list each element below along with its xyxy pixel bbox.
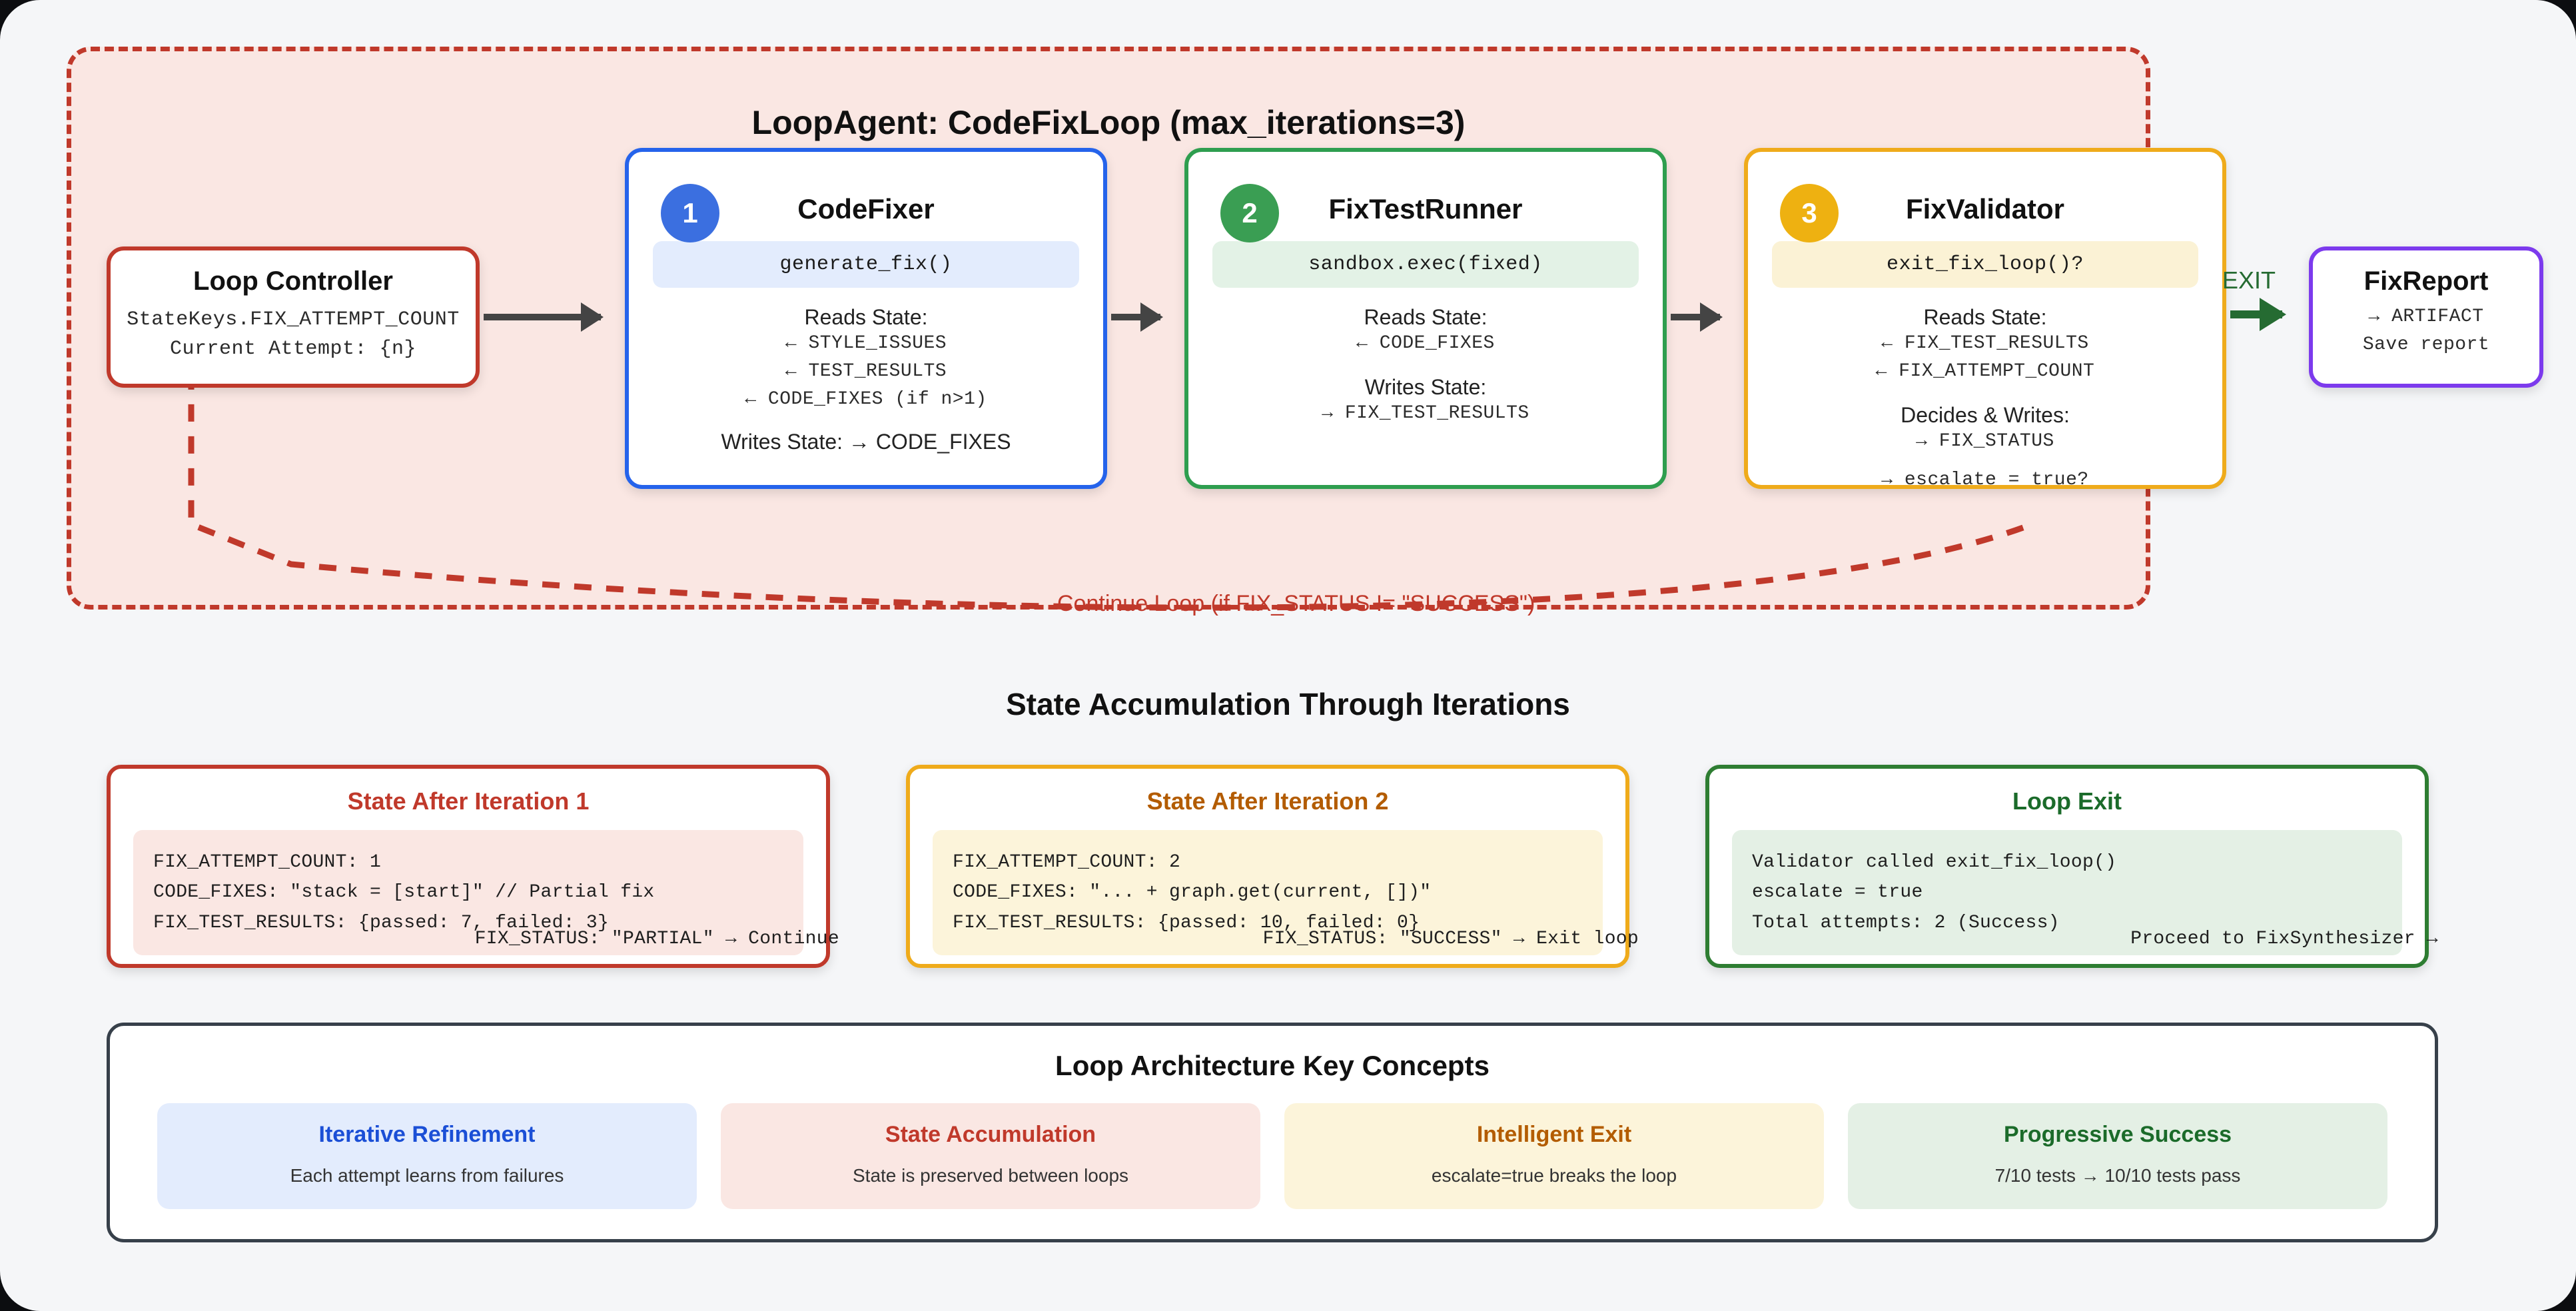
continue-loop-label: Continue Loop (if FIX_STATUS != "SUCCESS… <box>1057 591 1535 616</box>
state-card-body: FIX_ATTEMPT_COUNT: 2 CODE_FIXES: "... + … <box>933 830 1603 956</box>
agent-node-codefixer[interactable]: 1 CodeFixer generate_fix() Reads State: … <box>625 148 1107 489</box>
concept-title: State Accumulation <box>885 1122 1096 1147</box>
state-card-iteration-1[interactable]: State After Iteration 1 FIX_ATTEMPT_COUN… <box>107 765 839 968</box>
reads-state-item: ← FIX_ATTEMPT_COUNT <box>1875 361 2095 382</box>
concept-title: Progressive Success <box>2003 1122 2232 1147</box>
state-card-body: Validator called exit_fix_loop() escalat… <box>1732 830 2402 956</box>
arrow-controller-to-codefixer <box>484 302 604 332</box>
state-card-title: State After Iteration 1 <box>347 787 590 815</box>
concept-title: Intelligent Exit <box>1476 1122 1632 1147</box>
decides-writes-label: Decides & Writes: <box>1901 403 2070 427</box>
state-line: FIX_ATTEMPT_COUNT: 1 <box>153 852 382 873</box>
concept-desc: 7/10 tests → 10/10 tests pass <box>1994 1165 2241 1186</box>
loop-controller-node[interactable]: Loop Controller StateKeys.FIX_ATTEMPT_CO… <box>107 246 480 388</box>
writes-state-item: → FIX_STATUS <box>1916 431 2054 452</box>
exit-arrow-label: EXIT <box>2222 266 2276 294</box>
state-line: FIX_TEST_RESULTS: {passed: 7, failed: 3} <box>153 912 610 933</box>
state-card-iteration-2[interactable]: State After Iteration 2 FIX_ATTEMPT_COUN… <box>906 765 1639 968</box>
state-card-title: Loop Exit <box>2012 787 2122 815</box>
agent-method-chip: generate_fix() <box>653 241 1079 288</box>
concept-card-progressive-success[interactable]: Progressive Success 7/10 tests → 10/10 t… <box>1848 1103 2387 1209</box>
state-card-footer: FIX_STATUS: "PARTIAL" → Continue <box>474 929 839 949</box>
state-line: FIX_ATTEMPT_COUNT: 2 <box>953 852 1181 873</box>
step-badge-1: 1 <box>661 184 719 242</box>
fixreport-save: Save report <box>2362 334 2490 355</box>
concept-desc: Each attempt learns from failures <box>290 1165 564 1186</box>
reads-state-item: ← TEST_RESULTS <box>785 361 947 382</box>
concept-desc: escalate=true breaks the loop <box>1431 1165 1677 1186</box>
reads-state-item: ← FIX_TEST_RESULTS <box>1881 333 2089 354</box>
fixreport-node[interactable]: FixReport → ARTIFACT Save report <box>2309 246 2543 388</box>
step-badge-2: 2 <box>1220 184 1279 242</box>
reads-state-item: ← STYLE_ISSUES <box>785 333 947 354</box>
reads-state-item: ← CODE_FIXES <box>1356 333 1495 354</box>
loop-controller-attempt: Current Attempt: {n} <box>169 337 417 360</box>
fixreport-artifact: → ARTIFACT <box>2368 306 2484 327</box>
key-concepts-title: Loop Architecture Key Concepts <box>1055 1050 1490 1081</box>
loop-title: LoopAgent: CodeFixLoop (max_iterations=3… <box>751 104 1466 141</box>
escalate-overflow-line: → escalate = true? <box>1881 470 2089 490</box>
concept-card-intelligent-exit[interactable]: Intelligent Exit escalate=true breaks th… <box>1284 1103 1824 1209</box>
concept-card-state-accumulation[interactable]: State Accumulation State is preserved be… <box>721 1103 1260 1209</box>
writes-state-label: Writes State: <box>1364 375 1487 399</box>
writes-state-inline: Writes State: → CODE_FIXES <box>721 430 1011 454</box>
state-card-title: State After Iteration 2 <box>1146 787 1389 815</box>
state-line: Total attempts: 2 (Success) <box>1752 912 2060 933</box>
agent-method-chip: sandbox.exec(fixed) <box>1212 241 1639 288</box>
loop-controller-statekey: StateKeys.FIX_ATTEMPT_COUNT <box>127 308 460 331</box>
arrow-codefixer-to-fixtestrunner <box>1111 302 1163 332</box>
agent-method-chip: exit_fix_loop()? <box>1772 241 2198 288</box>
concept-card-iterative-refinement[interactable]: Iterative Refinement Each attempt learns… <box>157 1103 697 1209</box>
agent-title-fixtestrunner: FixTestRunner <box>1328 193 1523 224</box>
arrow-exit-to-fixreport <box>2230 298 2286 331</box>
step-badge-3: 3 <box>1780 184 1839 242</box>
reads-state-label: Reads State: <box>804 305 928 329</box>
loop-controller-title: Loop Controller <box>193 266 393 296</box>
reads-state-label: Reads State: <box>1364 305 1488 329</box>
state-card-footer: Proceed to FixSynthesizer → <box>2130 929 2438 949</box>
agent-title-codefixer: CodeFixer <box>797 193 935 224</box>
writes-state-item: → FIX_TEST_RESULTS <box>1322 403 1529 424</box>
key-concepts-panel: Loop Architecture Key Concepts Iterative… <box>107 1023 2438 1242</box>
state-card-footer: FIX_STATUS: "SUCCESS" → Exit loop <box>1262 929 1639 949</box>
concept-desc: State is preserved between loops <box>852 1165 1129 1186</box>
state-line: CODE_FIXES: "... + graph.get(current, []… <box>953 882 1432 903</box>
key-concepts-row: Iterative Refinement Each attempt learns… <box>110 1103 2435 1209</box>
reads-state-item: ← CODE_FIXES (if n>1) <box>745 389 987 410</box>
arrow-fixtestrunner-to-fixvalidator <box>1671 302 1723 332</box>
state-line: CODE_FIXES: "stack = [start]" // Partial… <box>153 882 655 903</box>
agent-node-fixvalidator[interactable]: 3 FixValidator exit_fix_loop()? Reads St… <box>1744 148 2226 489</box>
state-line: escalate = true <box>1752 882 1923 903</box>
state-line: FIX_TEST_RESULTS: {passed: 10, failed: 0… <box>953 912 1420 933</box>
concept-title: Iterative Refinement <box>318 1122 536 1147</box>
agent-node-fixtestrunner[interactable]: 2 FixTestRunner sandbox.exec(fixed) Read… <box>1184 148 1667 489</box>
state-card-body: FIX_ATTEMPT_COUNT: 1 CODE_FIXES: "stack … <box>133 830 803 956</box>
agent-title-fixvalidator: FixValidator <box>1905 193 2065 224</box>
state-section-title: State Accumulation Through Iterations <box>1006 687 1570 721</box>
state-card-loop-exit[interactable]: Loop Exit Validator called exit_fix_loop… <box>1705 765 2438 968</box>
fixreport-title: FixReport <box>2363 266 2489 296</box>
reads-state-label: Reads State: <box>1923 305 2047 329</box>
state-line: Validator called exit_fix_loop() <box>1752 852 2117 873</box>
